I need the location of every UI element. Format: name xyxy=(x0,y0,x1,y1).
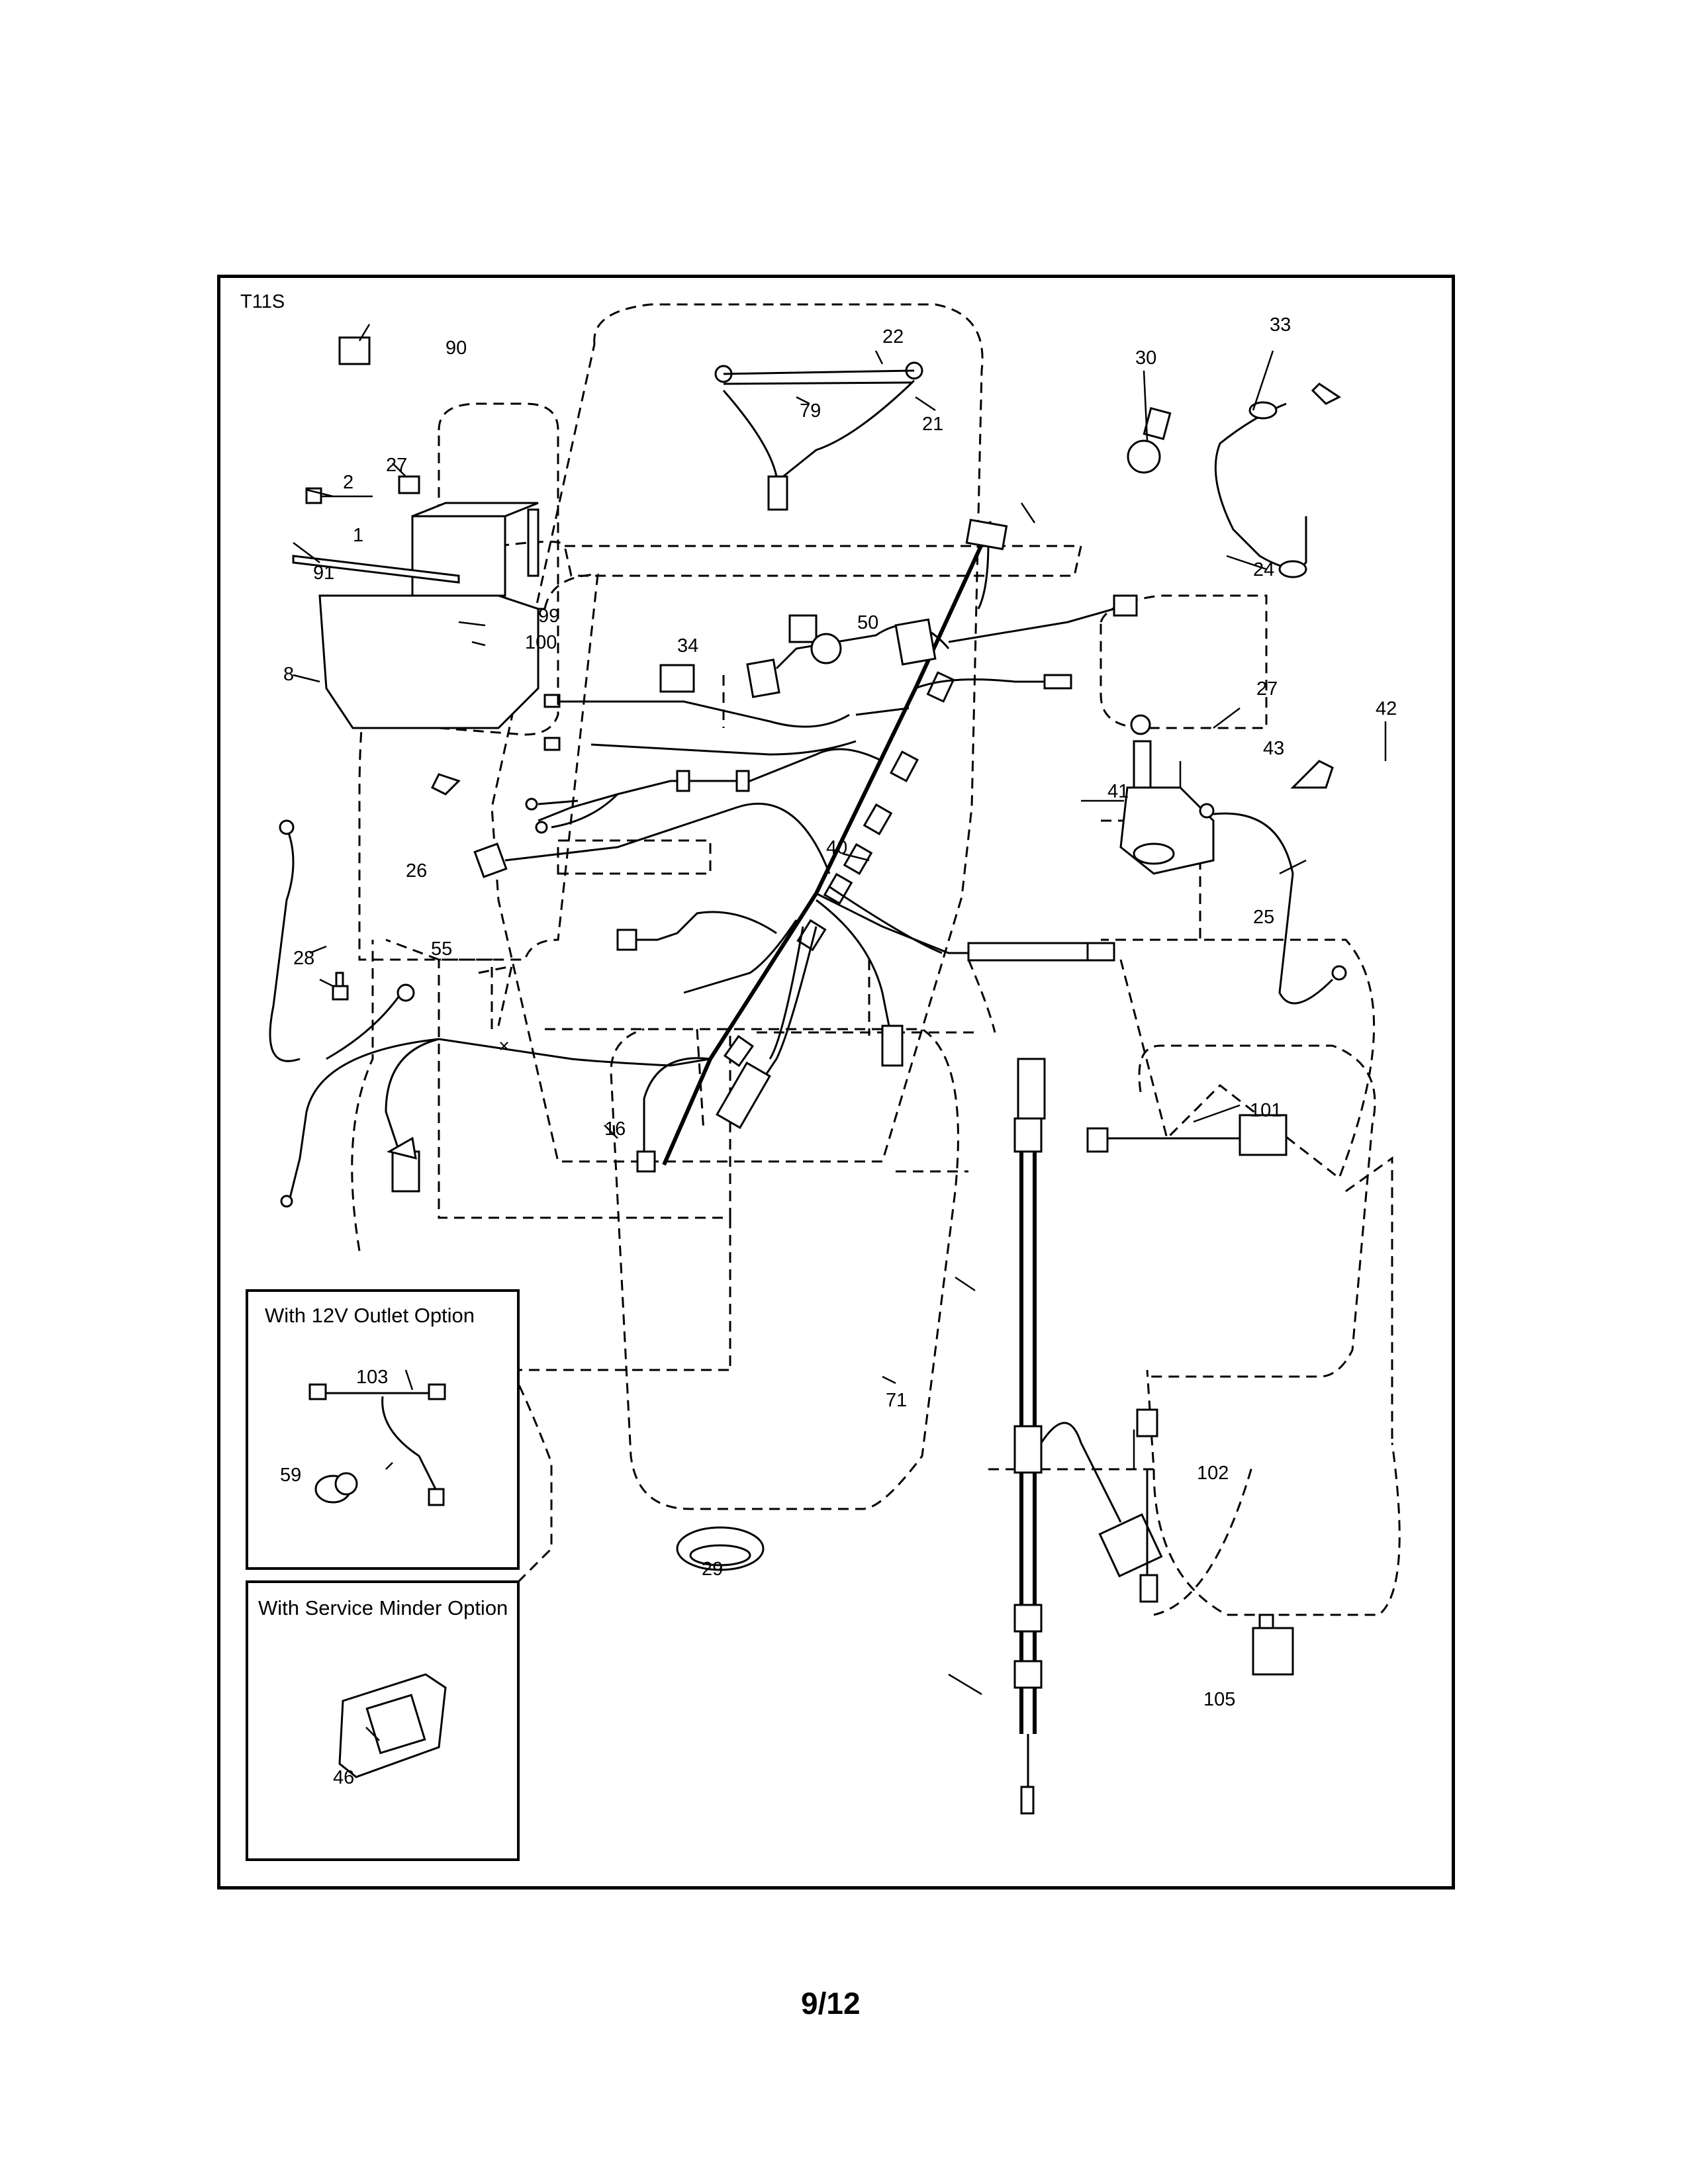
tractor-outline xyxy=(351,303,1401,1616)
solenoid-assembly xyxy=(1081,714,1347,1005)
wire-71-harness xyxy=(1013,1058,1163,1815)
callout-43: 43 xyxy=(1263,738,1284,759)
callout-24: 24 xyxy=(1253,559,1274,580)
callout-40: 40 xyxy=(826,837,847,858)
callout-28: 28 xyxy=(293,948,314,969)
callout-34: 34 xyxy=(677,635,698,657)
callout-1: 1 xyxy=(353,525,363,546)
light-assembly xyxy=(714,361,923,511)
inset-box-12v-outlet: With 12V Outlet Option xyxy=(246,1289,520,1570)
callout-27-top: 27 xyxy=(386,455,407,476)
inset-box-service-minder: With Service Minder Option xyxy=(246,1580,520,1861)
callout-8: 8 xyxy=(283,664,294,685)
callout-91: 91 xyxy=(313,563,334,584)
callout-103: 103 xyxy=(356,1367,388,1388)
callout-labels: 90 22 79 21 33 30 27 2 1 91 99 100 8 34 … xyxy=(280,314,1397,1788)
wiring-diagram: T11S xyxy=(240,291,1401,1861)
callout-55: 55 xyxy=(431,938,452,960)
key-switch-assembly xyxy=(1127,383,1341,578)
callout-99: 99 xyxy=(538,606,559,627)
callout-27-right: 27 xyxy=(1256,678,1278,700)
diagram-code: T11S xyxy=(240,291,285,312)
callout-59: 59 xyxy=(280,1465,301,1486)
callout-71: 71 xyxy=(886,1390,907,1411)
leader-lines xyxy=(293,324,1387,1741)
callout-33: 33 xyxy=(1270,314,1291,336)
callout-105: 105 xyxy=(1203,1689,1235,1710)
callout-101: 101 xyxy=(1250,1100,1282,1121)
callout-102: 102 xyxy=(1197,1463,1229,1484)
callout-2: 2 xyxy=(343,472,353,493)
callout-21: 21 xyxy=(922,414,943,435)
callout-50: 50 xyxy=(857,612,878,633)
callout-100: 100 xyxy=(525,632,557,653)
svg-text:×: × xyxy=(498,1036,510,1057)
callout-22: 22 xyxy=(882,326,904,347)
misc-parts xyxy=(269,614,1294,1676)
callout-41: 41 xyxy=(1107,781,1129,802)
callout-90: 90 xyxy=(445,338,467,359)
main-wire-harness: × xyxy=(280,518,1138,1208)
callout-46: 46 xyxy=(333,1767,354,1788)
battery-assembly xyxy=(292,336,559,736)
callout-79: 79 xyxy=(800,400,821,422)
page-number: 9/12 xyxy=(801,1986,861,2021)
callout-30: 30 xyxy=(1135,347,1156,369)
callout-42: 42 xyxy=(1376,698,1397,719)
callout-16: 16 xyxy=(604,1118,626,1140)
callout-26: 26 xyxy=(406,860,427,882)
callout-29: 29 xyxy=(702,1559,723,1580)
inset-title-12v-outlet: With 12V Outlet Option xyxy=(265,1304,475,1327)
callout-25: 25 xyxy=(1253,907,1274,928)
inset-title-service-minder: With Service Minder Option xyxy=(258,1596,508,1619)
diagram-frame: T11S xyxy=(217,275,1455,1889)
